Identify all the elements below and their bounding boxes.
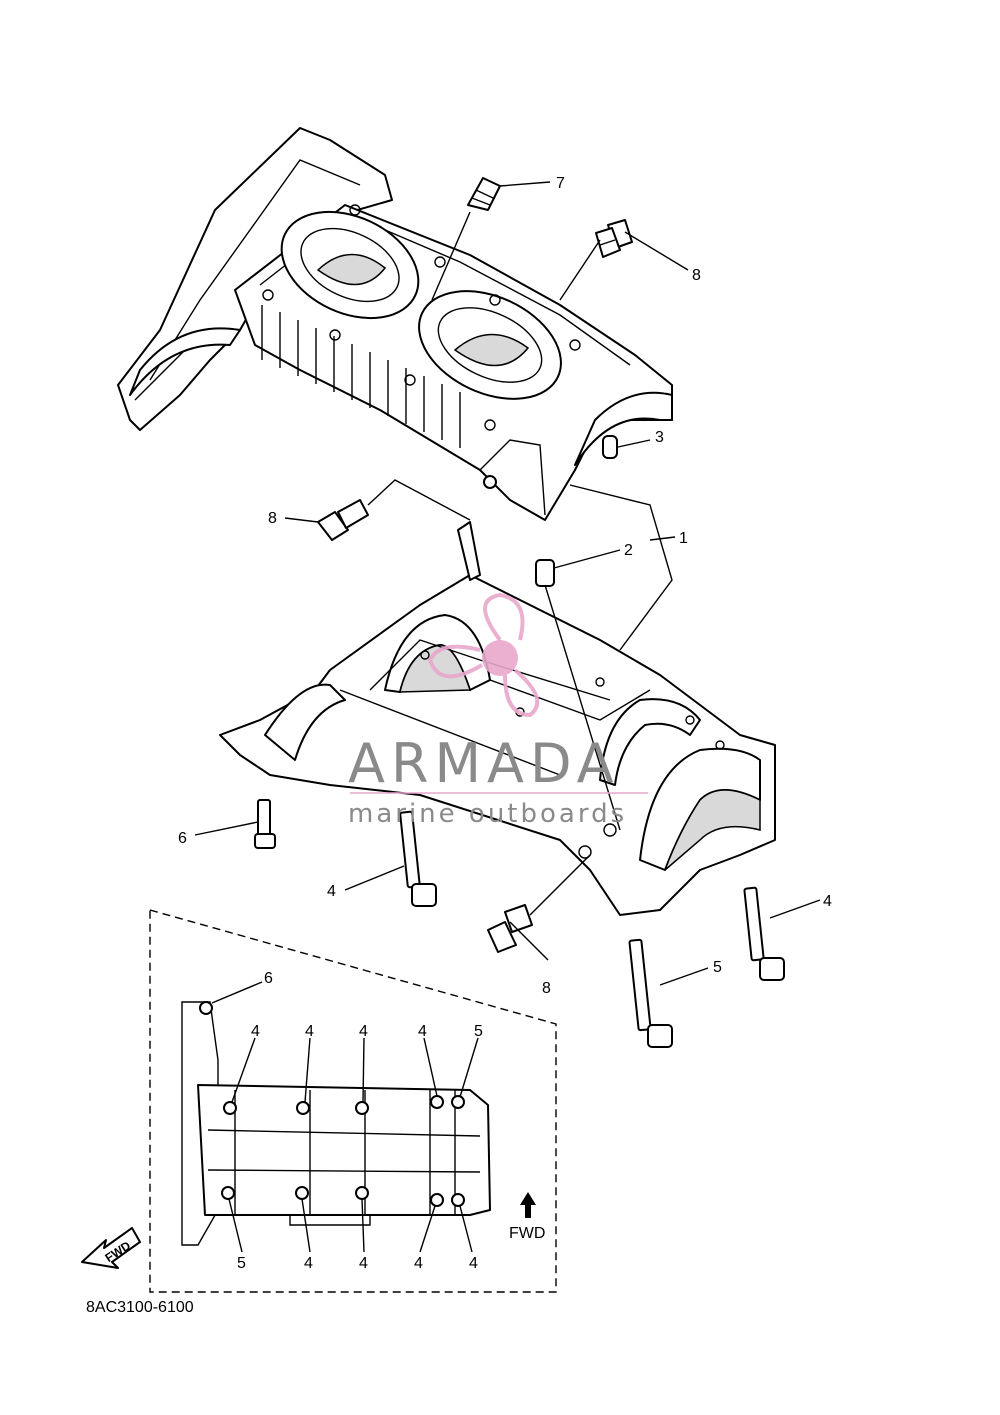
inset-label-bottom-4: 4 bbox=[414, 1255, 423, 1272]
callout-6: 6 bbox=[178, 830, 187, 847]
watermark-brand: ARMADA bbox=[348, 732, 620, 795]
callout-2: 2 bbox=[624, 542, 633, 559]
lower-crankcase bbox=[219, 521, 776, 916]
inset-label-bottom-5: 4 bbox=[469, 1255, 478, 1272]
part-6-short-bolt bbox=[254, 799, 276, 849]
inset-label-top-3: 4 bbox=[305, 1023, 314, 1040]
diagram-code: 8AC3100-6100 bbox=[86, 1299, 194, 1316]
part-3-dowel-pin bbox=[602, 435, 618, 459]
callout-4-left: 4 bbox=[327, 883, 336, 900]
inset-label-top-2: 4 bbox=[251, 1023, 260, 1040]
part-7-oil-fitting bbox=[467, 177, 501, 211]
callout-8-top: 8 bbox=[692, 267, 701, 284]
propeller-icon bbox=[427, 592, 540, 718]
inset-label-top-6: 5 bbox=[474, 1023, 483, 1040]
inset-bolt-layout: 6 4 4 4 4 5 5 4 4 4 4 FWD bbox=[149, 909, 557, 1293]
part-2-dowel-sleeve bbox=[535, 559, 555, 587]
inset-label-bottom-1: 5 bbox=[237, 1255, 246, 1272]
inset-label-bottom-2: 4 bbox=[304, 1255, 313, 1272]
callout-1: 1 bbox=[679, 530, 688, 547]
callout-3: 3 bbox=[655, 429, 664, 446]
part-8-bolt-bottom bbox=[487, 904, 533, 953]
callout-5: 5 bbox=[713, 959, 722, 976]
part-8-bolt-left bbox=[317, 499, 369, 541]
callout-4-right: 4 bbox=[823, 893, 832, 910]
inset-label-top-4: 4 bbox=[359, 1023, 368, 1040]
inset-fwd-label: FWD bbox=[509, 1225, 545, 1242]
upper-crankcase bbox=[117, 127, 673, 521]
arrow-up-icon bbox=[520, 1192, 536, 1218]
part-5-long-bolt bbox=[628, 938, 673, 1048]
part-8-bolt-top bbox=[595, 219, 633, 258]
watermark-tagline: marine outboards bbox=[348, 799, 627, 829]
part-4-long-bolt-right bbox=[743, 886, 785, 981]
callout-8-bottom: 8 bbox=[542, 980, 551, 997]
fwd-arrow-icon: FWD bbox=[81, 1227, 141, 1269]
inset-label-bottom-3: 4 bbox=[359, 1255, 368, 1272]
callout-8-left: 8 bbox=[268, 510, 277, 527]
callout-7: 7 bbox=[556, 175, 565, 192]
inset-label-top-5: 4 bbox=[418, 1023, 427, 1040]
leader-lines bbox=[194, 181, 821, 986]
inset-label-top-1: 6 bbox=[264, 970, 273, 987]
part-4-long-bolt-left bbox=[399, 810, 437, 907]
